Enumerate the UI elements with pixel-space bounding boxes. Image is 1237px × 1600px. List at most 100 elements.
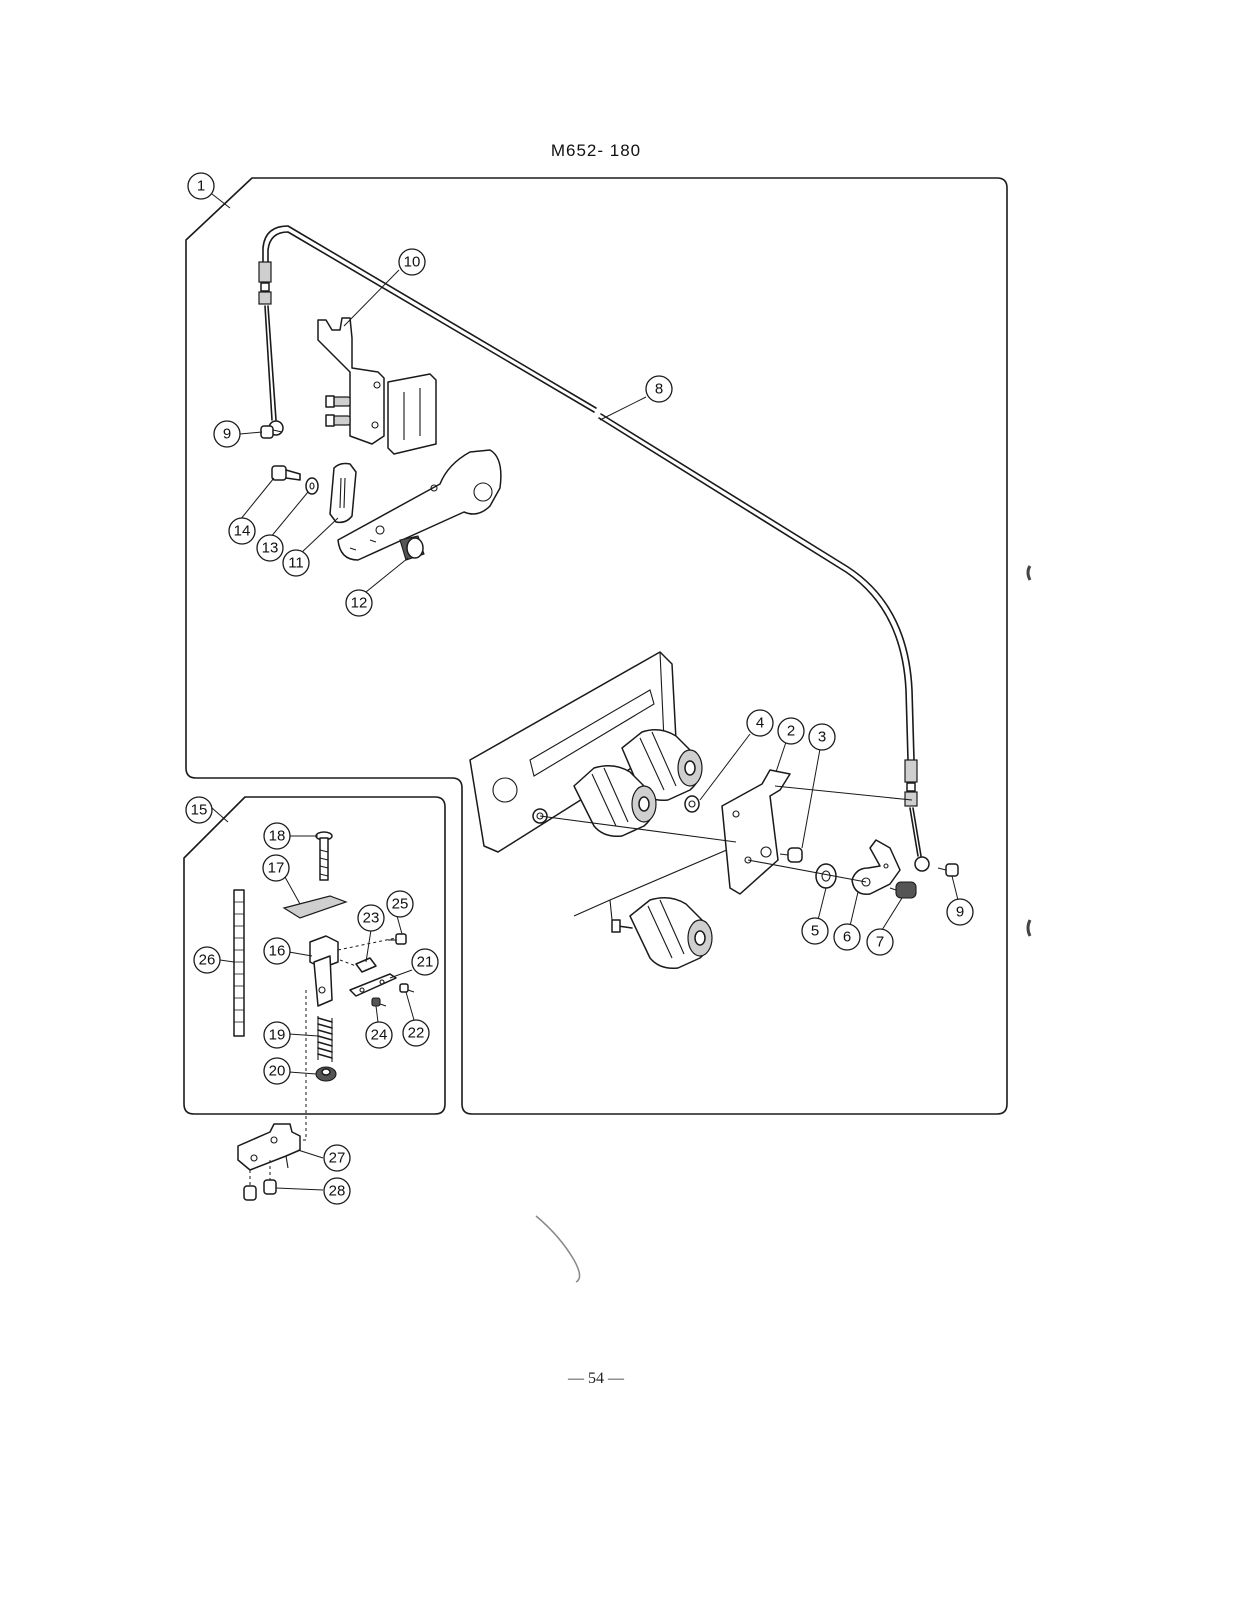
callout-7-label: 7 [876,934,884,951]
tension-bushing-lower [573,765,657,838]
callout-13: 13 [256,534,284,562]
callout-28-label: 28 [329,1183,346,1200]
callout-4: 4 [746,709,774,737]
callout-7: 7 [866,928,894,956]
scan-mark-right-lower [1026,919,1032,937]
assembly-frame-1 [185,177,1008,1115]
callout-20: 20 [263,1057,291,1085]
washer-13 [305,477,319,495]
screw-25 [388,933,407,945]
callout-25-label: 25 [392,896,409,913]
screw-9-lower [937,863,959,877]
callout-2-label: 2 [787,723,795,740]
callout-18-label: 18 [269,828,286,845]
callout-14: 14 [228,517,256,545]
callout-11-label: 11 [288,555,304,572]
holder-16 [309,935,339,1007]
callout-22-label: 22 [408,1025,425,1042]
callout-5-label: 5 [811,923,819,940]
assembly-line-link [747,859,867,883]
assembly-frame-15 [183,796,446,1115]
screw-22 [399,983,415,993]
callout-10: 10 [398,248,426,276]
callout-13-label: 13 [262,540,279,557]
cable-bracket [317,317,437,455]
callout-5: 5 [801,917,829,945]
callout-3: 3 [808,723,836,751]
callout-18: 18 [263,822,291,850]
bracket-27 [237,1123,301,1171]
spring-19 [317,1016,333,1062]
callout-2: 2 [777,717,805,745]
callout-20-label: 20 [269,1063,286,1080]
screw-24 [371,997,387,1007]
callout-17-label: 17 [268,860,285,877]
screw-28 [243,1160,277,1201]
callout-19-label: 19 [269,1027,286,1044]
callout-15: 15 [185,796,213,824]
callout-3-label: 3 [818,729,826,746]
callout-9-lower-label: 9 [956,904,964,921]
slotted-link [329,462,357,524]
callout-12-label: 12 [351,595,368,612]
callout-4-label: 4 [756,715,764,732]
assembly-line-plate [539,815,737,843]
callout-8: 8 [645,375,673,403]
callout-23-label: 23 [363,910,380,927]
callout-19: 19 [263,1021,291,1049]
callout-10-label: 10 [404,254,421,271]
scan-mark-bottom [535,1215,581,1283]
bar-21 [349,973,397,997]
callout-9-lower: 9 [946,898,974,926]
callout-24-label: 24 [371,1027,388,1044]
callout-1: 1 [187,172,215,200]
page-number: — 54 — [568,1370,624,1387]
screw-3 [779,847,803,863]
callout-23: 23 [357,904,385,932]
mounting-bracket [721,769,791,895]
callout-14-label: 14 [234,523,251,540]
callout-27: 27 [323,1144,351,1172]
block-23 [355,957,377,973]
knob-7 [889,881,917,899]
callout-26: 26 [193,946,221,974]
bushing [399,535,425,561]
callout-9-upper-label: 9 [223,426,231,443]
scan-mark-right [1026,565,1032,581]
diagram-title: M652- 180 [550,141,642,160]
callout-26-label: 26 [199,952,216,969]
nut-4 [684,795,700,813]
callout-21: 21 [411,948,439,976]
leader-lines [211,193,959,1191]
callout-8-label: 8 [655,381,663,398]
assembly-line-cable [774,785,913,801]
callout-24: 24 [365,1021,393,1049]
callout-28: 28 [323,1177,351,1205]
callout-6: 6 [833,923,861,951]
nut-20 [315,1066,337,1082]
callout-27-label: 27 [329,1150,346,1167]
callout-16: 16 [263,937,291,965]
assembly-line-bushing [573,839,751,921]
callout-9-upper: 9 [213,420,241,448]
callout-1-label: 1 [197,178,205,195]
plate-17 [282,895,348,919]
bolt-18 [315,831,333,881]
callout-22: 22 [402,1019,430,1047]
screw-14 [271,465,301,481]
tension-bushing-upper [621,729,703,802]
tension-bushing-loose [611,897,713,970]
scale-26 [233,889,245,1037]
link-6 [851,839,901,895]
callout-12: 12 [345,589,373,617]
callout-25: 25 [386,890,414,918]
callout-11: 11 [282,549,310,577]
callout-17: 17 [262,854,290,882]
callout-6-label: 6 [843,929,851,946]
lever-arm [337,449,502,561]
callout-16-label: 16 [269,943,286,960]
callout-21-label: 21 [417,954,434,971]
callout-15-label: 15 [191,802,208,819]
